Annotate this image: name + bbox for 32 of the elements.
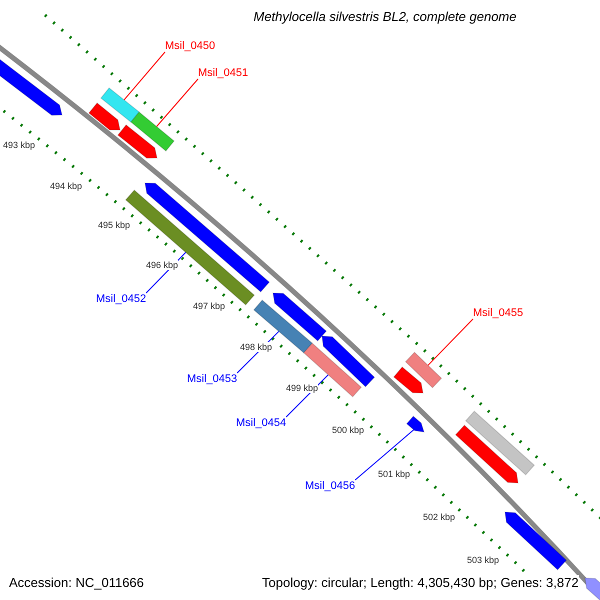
gene-feature [404,352,442,388]
gene-feature [253,299,313,354]
leader-line [156,78,198,127]
gene-label: Msil_0453 [187,373,238,385]
scale-label: 496 kbp [146,260,178,270]
accession-text: Accession: NC_011666 [9,575,144,590]
scale-label: 495 kbp [98,220,130,230]
genome-summary: Topology: circular; Length: 4,305,430 bp; Genes: 3,872 [262,575,579,590]
title: Methylocella silvestris BL2, complete genome [253,9,516,24]
scale-label: 497 kbp [193,301,226,311]
gene-feature [100,87,140,123]
gene-feature [406,416,425,433]
gene-label: Msil_0455 [473,307,524,319]
scale-label: 501 kbp [378,469,410,479]
leader-line [124,52,166,100]
scale-label: 502 kbp [423,512,456,522]
gene-label: Msil_0454 [236,417,286,429]
scale-label: 503 kbp [467,555,500,565]
scale-label: 500 kbp [332,425,364,435]
gene-feature [303,342,362,398]
gene-label: Msil_0450 [165,40,216,52]
leader-line [428,318,474,366]
scale-label: 498 kbp [240,342,272,352]
scale-label: 499 kbp [286,383,318,393]
scale-label: 493 kbp [3,140,36,150]
leader-line [286,374,329,418]
gene-label: Msil_0451 [198,67,248,79]
leader-line [354,429,414,480]
gene-feature [130,111,175,152]
gene-label: Msil_0456 [305,480,356,492]
scale-label: 494 kbp [50,181,82,191]
gene-label: Msil_0452 [96,293,146,305]
